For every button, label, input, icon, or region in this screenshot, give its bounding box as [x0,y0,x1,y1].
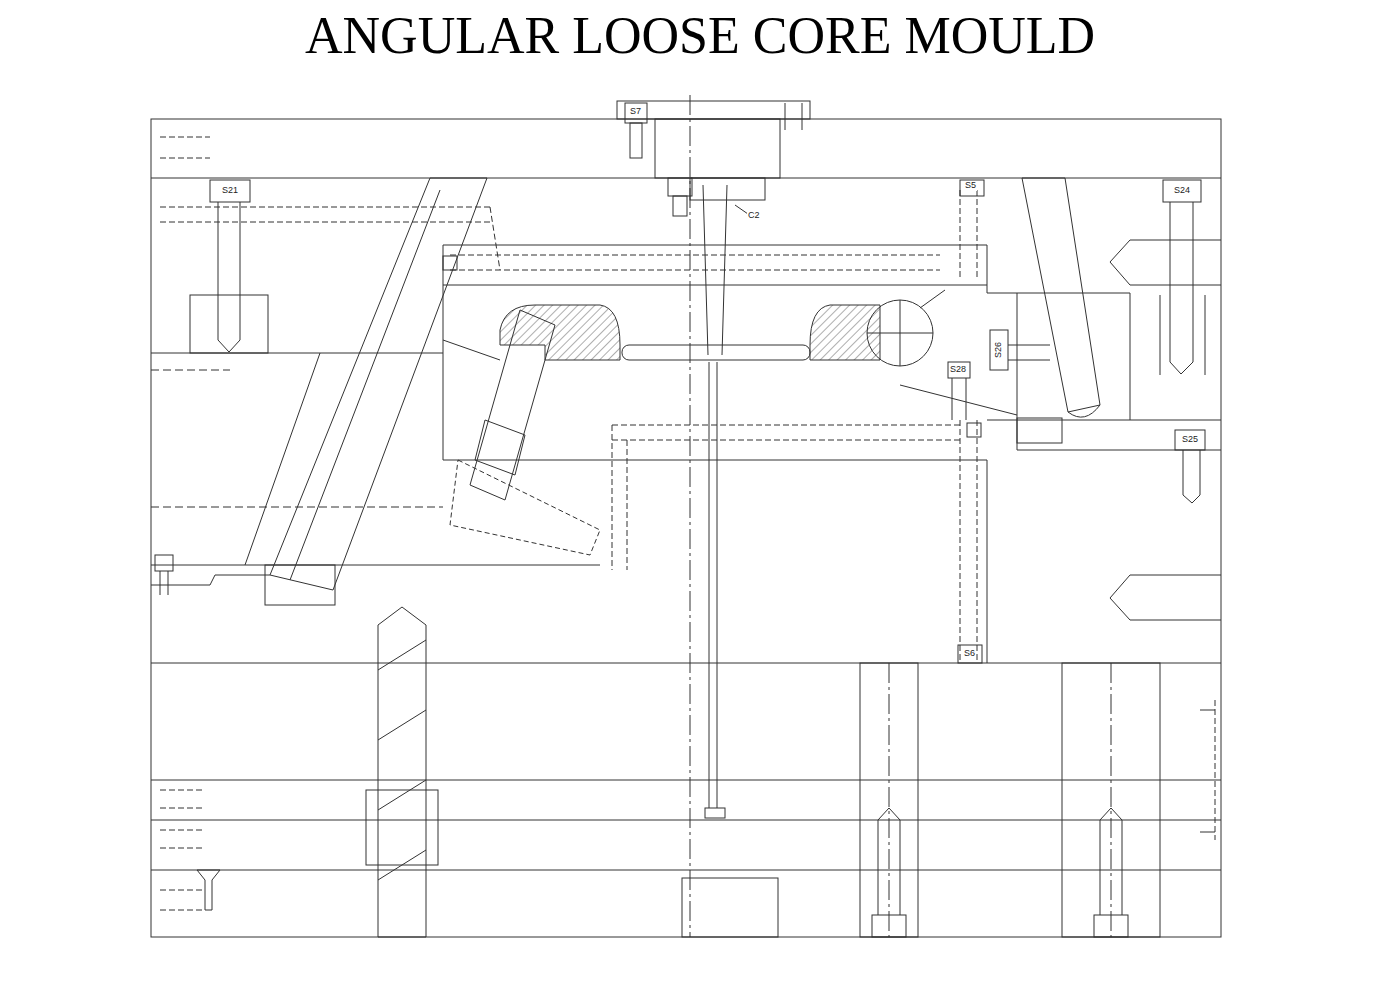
callout-number: S21 [221,186,239,196]
callout-number: S25 [1181,435,1199,445]
callout-number: S6 [963,649,976,659]
callout-number: S24 [1173,186,1191,196]
callout-number: S5 [964,181,977,191]
callout-number: S28 [949,365,967,375]
callout-number: C2 [747,211,761,221]
drawing-title: ANGULAR LOOSE CORE MOULD [305,10,1095,62]
callout-number: S7 [629,107,642,117]
callout-number: S26 [994,341,1004,359]
